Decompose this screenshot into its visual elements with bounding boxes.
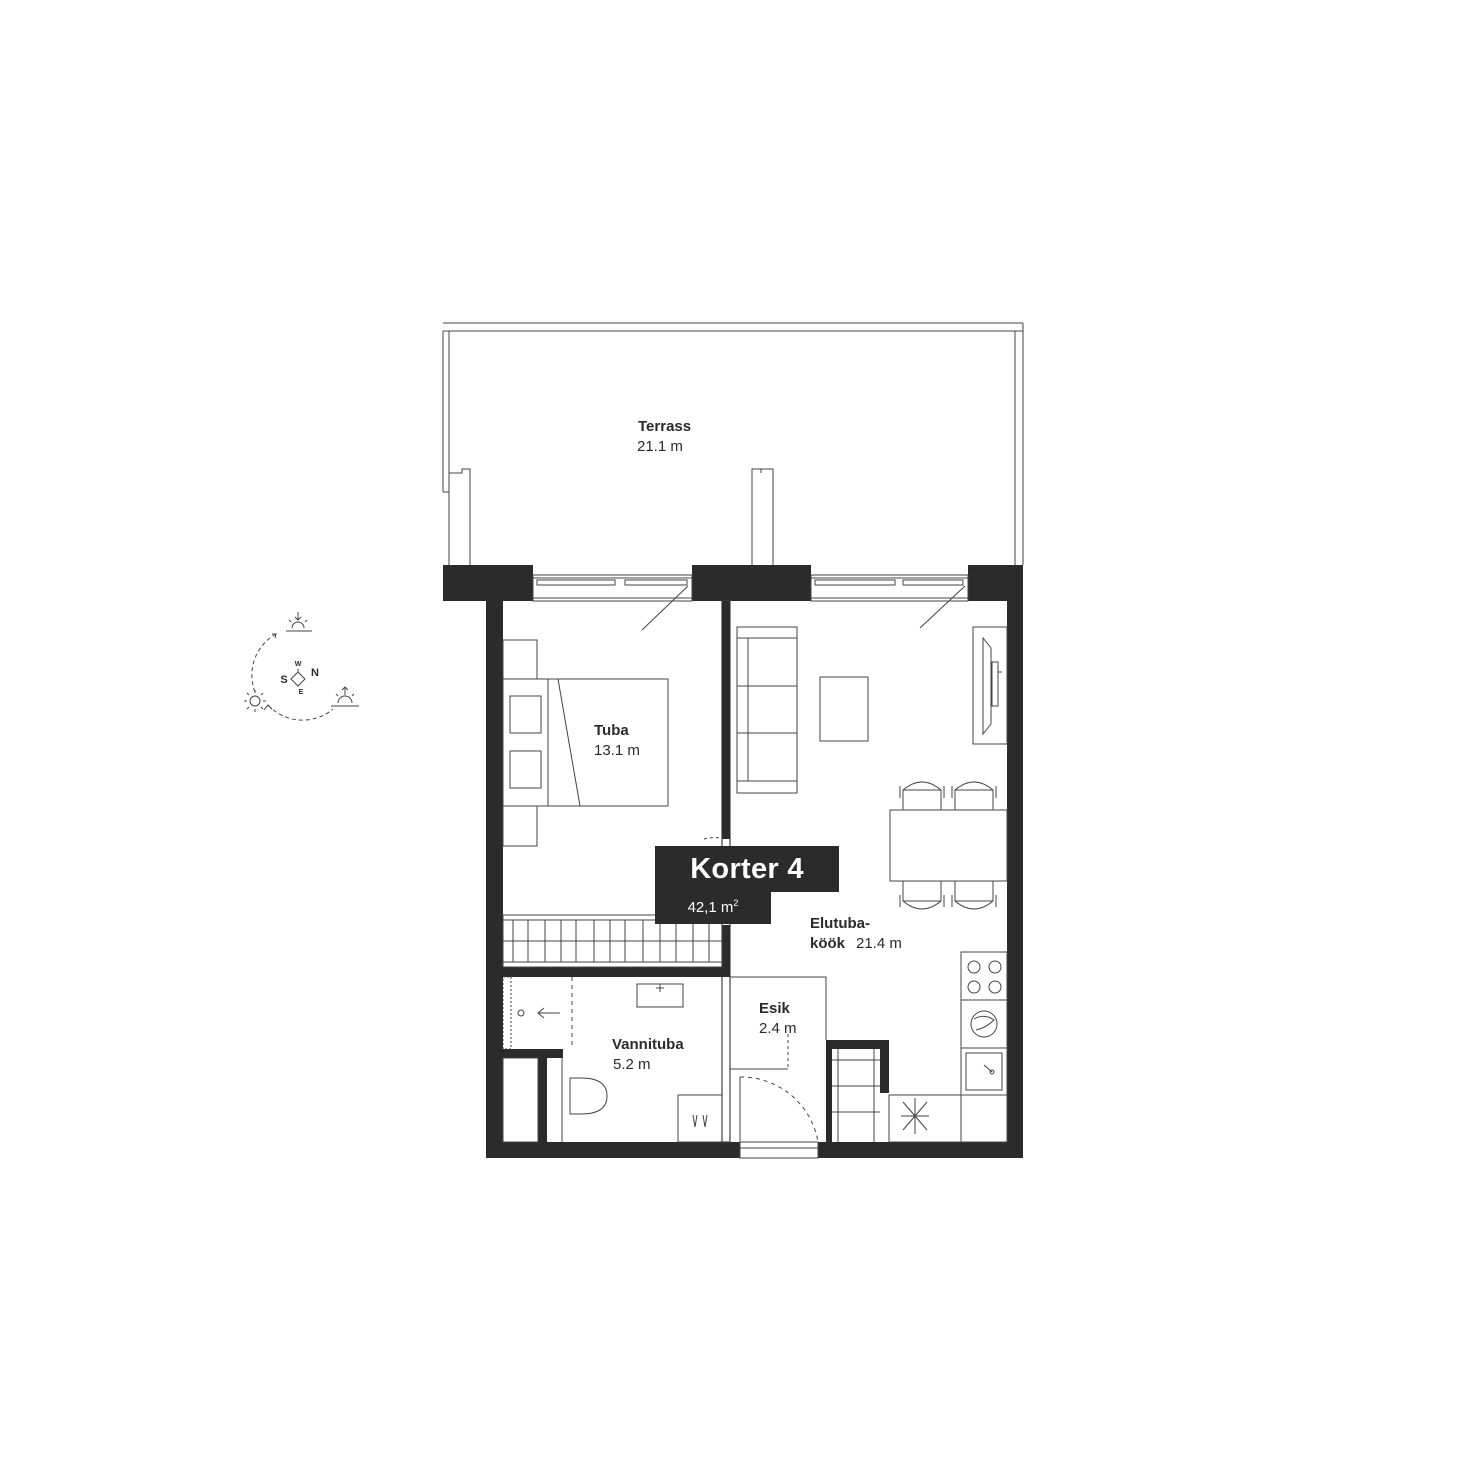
bathroom [502,976,723,1143]
room-name-living: Elutuba- [810,915,870,932]
coffee-table [819,676,869,742]
sunrise-icon [331,686,359,707]
room-area-bedroom: 13.1 m [594,742,640,759]
room-area-terrace: 21.1 m [637,438,683,455]
sofa [736,626,798,794]
sunset-icon [286,612,312,632]
tv-unit [972,626,1008,745]
compass-n: N [311,667,319,679]
room-name-bathroom: Vannituba [612,1036,684,1053]
room-area-hall: 2.4 m [759,1020,797,1037]
windows [532,574,969,631]
wardrobe [502,914,723,968]
compass-e: E [299,689,304,696]
apartment-title: Korter 4 [655,846,839,892]
sun-icon [244,690,266,712]
compass: W S N E [244,612,359,721]
room-name-bedroom: Tuba [594,722,629,739]
room-area-bathroom: 5.2 m [613,1056,651,1073]
kitchen [888,951,1008,1143]
dining-table [889,781,1008,910]
room-name-terrace: Terrass [638,418,691,435]
apartment-total-area: 42,1 m2 [655,892,771,924]
compass-s: S [280,674,287,686]
room-area-living: 21.4 m [856,935,902,952]
area-unit-superscript: 2 [733,898,739,908]
apartment-total-area-value: 42,1 m [687,899,734,916]
hall [730,976,880,1159]
compass-w: W [295,661,302,668]
terrace-outline [442,322,1024,565]
room-name-living-2: köök [810,935,846,952]
bed [502,639,669,847]
room-name-hall: Esik [759,1000,791,1017]
